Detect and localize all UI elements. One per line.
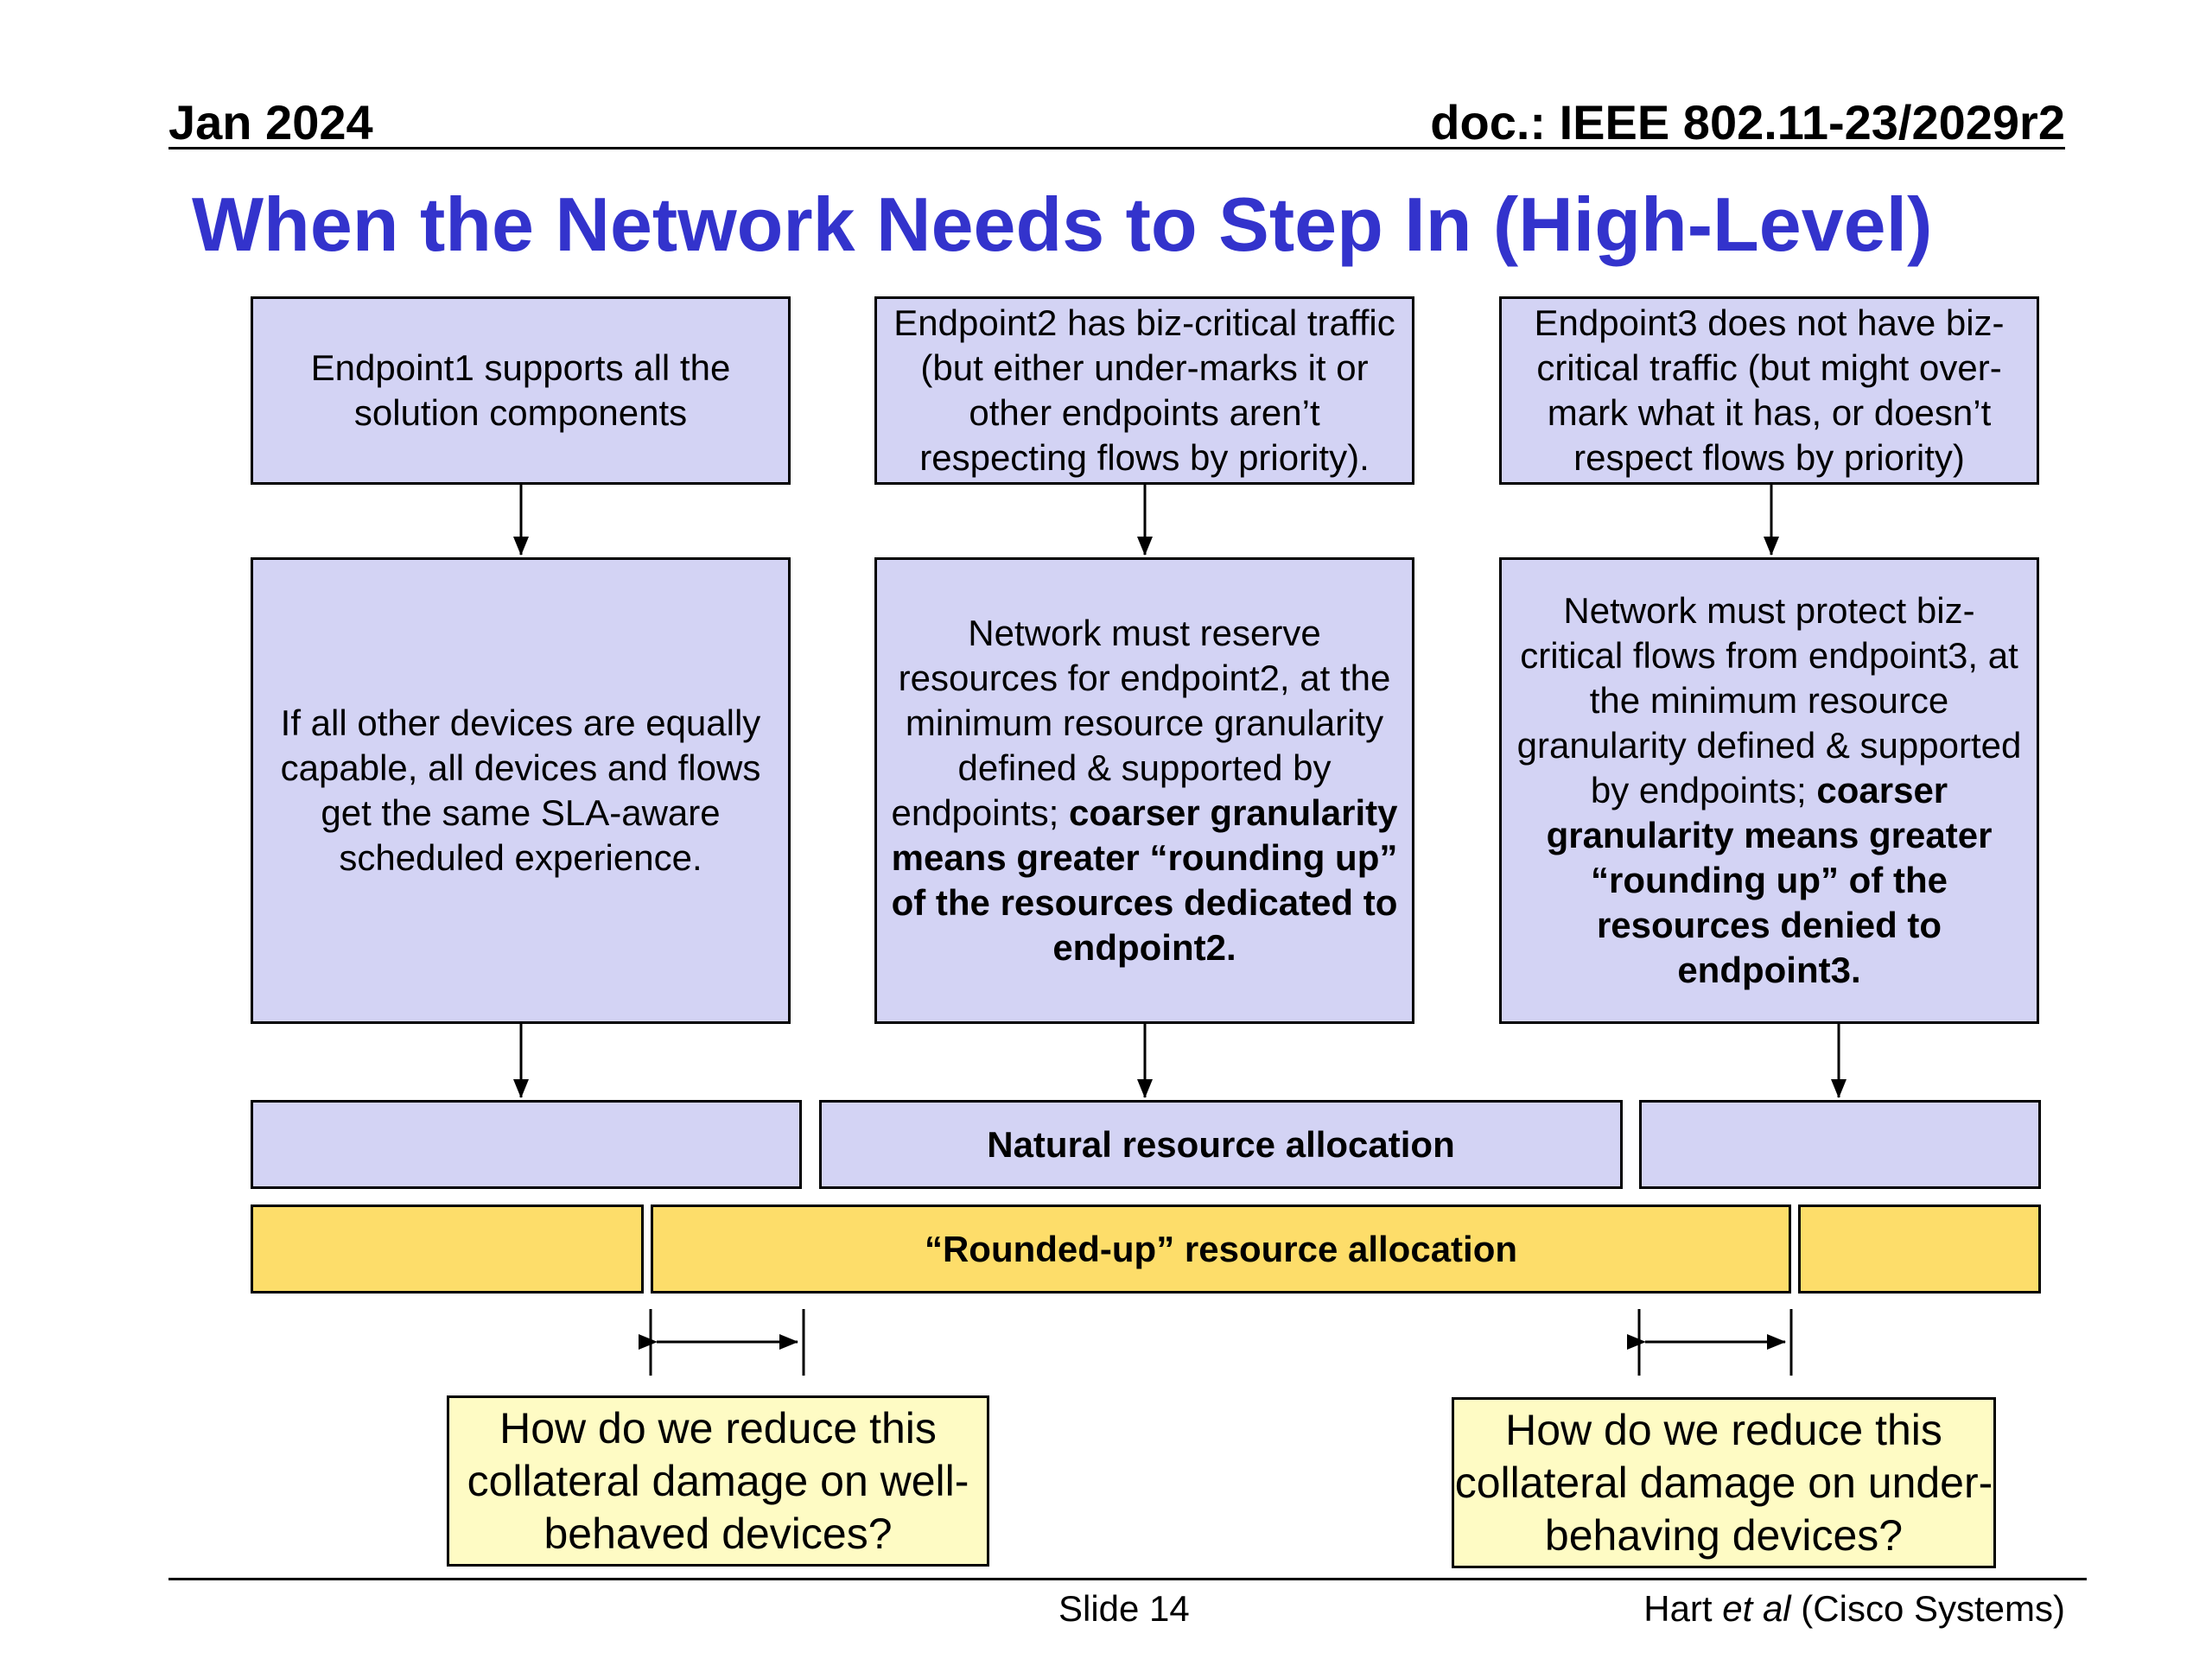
endpoint2-outcome-box: Network must reserve resources for endpo… xyxy=(874,557,1414,1024)
footer-author-etal: et al xyxy=(1722,1588,1791,1629)
endpoint1-outcome-text: If all other devices are equally capable… xyxy=(280,702,761,878)
endpoint2-box: Endpoint2 has biz-critical traffic (but … xyxy=(874,296,1414,485)
endpoint2-outcome-emphasis: coarser granularity means greater “round… xyxy=(891,792,1398,968)
footer-author-org: (Cisco Systems) xyxy=(1790,1588,2065,1629)
rounded-allocation-segment-right xyxy=(1798,1205,2041,1294)
rounded-allocation-segment-left xyxy=(251,1205,644,1294)
header-date: Jan 2024 xyxy=(168,95,373,149)
question-well-behaved-box: How do we reduce this collateral damage … xyxy=(447,1395,989,1567)
slide-title: When the Network Needs to Step In (High-… xyxy=(192,181,1933,267)
endpoint1-text: Endpoint1 supports all the solution comp… xyxy=(310,347,731,433)
question-under-behaving-box: How do we reduce this collateral damage … xyxy=(1452,1397,1996,1568)
header-rule xyxy=(168,147,2065,149)
natural-allocation-segment-right xyxy=(1639,1100,2041,1189)
footer-rule xyxy=(168,1578,2087,1580)
endpoint1-outcome-box: If all other devices are equally capable… xyxy=(251,557,791,1024)
header-doc-id: doc.: IEEE 802.11-23/2029r2 xyxy=(1430,95,2065,149)
endpoint3-outcome-box: Network must protect biz-critical flows … xyxy=(1499,557,2039,1024)
endpoint3-text: Endpoint3 does not have biz-critical tra… xyxy=(1534,302,2005,478)
endpoint2-text: Endpoint2 has biz-critical traffic (but … xyxy=(893,302,1395,478)
natural-allocation-bar: Natural resource allocation xyxy=(819,1100,1623,1189)
endpoint1-box: Endpoint1 supports all the solution comp… xyxy=(251,296,791,485)
endpoint3-box: Endpoint3 does not have biz-critical tra… xyxy=(1499,296,2039,485)
natural-allocation-label: Natural resource allocation xyxy=(987,1123,1455,1165)
natural-allocation-segment-left xyxy=(251,1100,802,1189)
footer-author: Hart et al (Cisco Systems) xyxy=(1643,1586,2065,1632)
question-under-behaving-text: How do we reduce this collateral damage … xyxy=(1454,1405,1993,1560)
endpoint2-outcome-text: Network must reserve resources for endpo… xyxy=(891,613,1391,833)
footer-author-name: Hart xyxy=(1643,1588,1723,1629)
endpoint3-outcome-text: Network must protect biz-critical flows … xyxy=(1516,590,2022,810)
rounded-allocation-bar: “Rounded-up” resource allocation xyxy=(651,1205,1791,1294)
question-well-behaved-text: How do we reduce this collateral damage … xyxy=(467,1403,969,1558)
endpoint3-outcome-emphasis: coarser granularity means greater “round… xyxy=(1546,770,1993,990)
rounded-allocation-label: “Rounded-up” resource allocation xyxy=(924,1228,1518,1269)
slide-number: Slide 14 xyxy=(1058,1588,1190,1629)
